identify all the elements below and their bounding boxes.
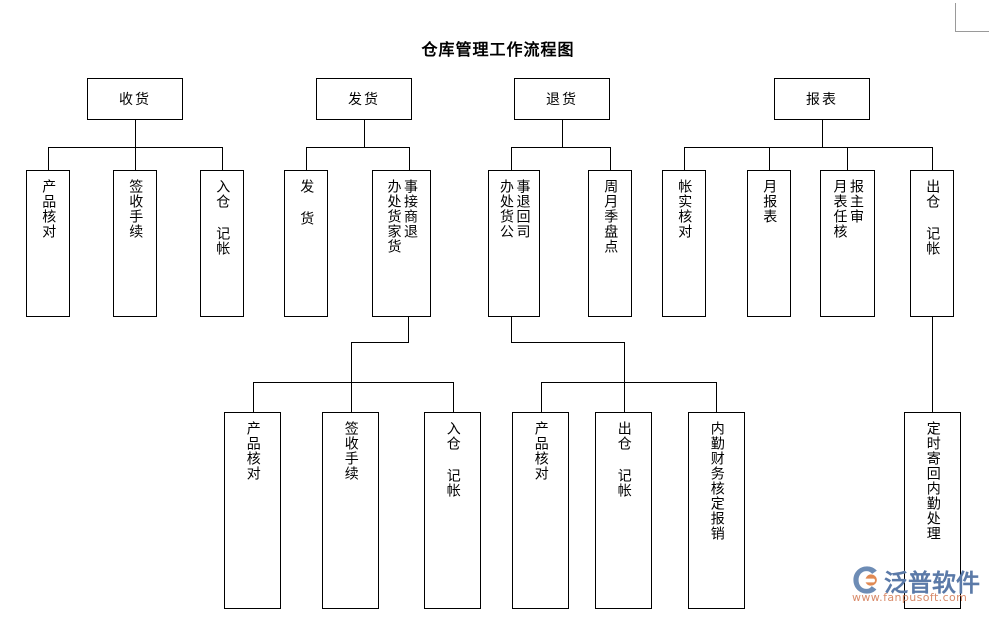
connector-shipsub-drop-a (408, 317, 409, 342)
connector-retsub-bus (541, 382, 716, 383)
node-ship-sub-3[interactable]: 入仓 记帐 (424, 412, 481, 609)
node-ship-sub-2[interactable]: 签收手续 (322, 412, 379, 609)
node-ret-2-label: 周月季盘点 (602, 179, 619, 254)
node-ret-sub-1-label: 产品核对 (532, 421, 549, 481)
page-title: 仓库管理工作流程图 (421, 40, 575, 59)
node-shipping-head[interactable]: 发货 (316, 78, 412, 120)
page-corner-mark-vertical (955, 3, 956, 31)
connector-shipsub-drop-b (351, 342, 352, 382)
node-rep-2-label: 月报表 (761, 179, 778, 224)
node-ship-sub-3-label: 入仓 记帐 (444, 421, 461, 498)
node-ret-sub-3[interactable]: 内勤财务核定报销 (688, 412, 745, 609)
page-corner-mark-horizontal (955, 31, 989, 32)
node-ret-2[interactable]: 周月季盘点 (588, 170, 632, 317)
swirl-logo-icon (853, 566, 877, 594)
connector-retsub-drop-1 (541, 382, 542, 412)
node-ship-2-label-right: 事接商退 (402, 179, 419, 239)
node-ret-1-label-right: 事退回司 (514, 179, 531, 239)
node-ship-1[interactable]: 发 货 (284, 170, 328, 317)
node-returns-head[interactable]: 退货 (514, 78, 610, 120)
node-ret-sub-2[interactable]: 出仓 记帐 (595, 412, 652, 609)
node-ret-sub-2-label: 出仓 记帐 (615, 421, 632, 498)
connector-receiving-drop-3 (222, 147, 223, 170)
connector-shipsub-drop-3 (453, 382, 454, 412)
connector-reports-bus (684, 147, 932, 148)
node-rep-3-label-right: 报主审 (848, 179, 865, 224)
node-receiving-head[interactable]: 收货 (87, 78, 183, 120)
node-rep-1-label: 帐实核对 (676, 179, 693, 239)
connector-shipping-stem (364, 120, 365, 147)
node-rep-4-label: 出仓 记帐 (924, 179, 941, 256)
connector-shipsub-jog (351, 342, 409, 343)
connector-retsub-drop-3 (716, 382, 717, 412)
connector-shipsub-drop-2 (351, 382, 352, 412)
node-ship-sub-1-label: 产品核对 (244, 421, 261, 481)
node-ret-1-label-left: 办处货公 (498, 179, 514, 239)
connector-reports-drop-2 (769, 147, 770, 170)
node-ship-sub-2-label: 签收手续 (342, 421, 359, 481)
connector-receiving-drop-2 (135, 147, 136, 170)
connector-retsub-jog (511, 342, 625, 343)
connector-returns-bus (511, 147, 610, 148)
connector-retsub-drop-a (511, 317, 512, 342)
connector-reports-drop-4 (932, 147, 933, 170)
node-rep-1[interactable]: 帐实核对 (662, 170, 706, 317)
node-ship-sub-1[interactable]: 产品核对 (224, 412, 281, 609)
node-ship-2-label-left: 办处货家货 (385, 179, 402, 254)
connector-shipsub-drop-1 (253, 382, 254, 412)
node-recv-1[interactable]: 产品核对 (26, 170, 70, 317)
node-ship-2[interactable]: 事接商退 办处货家货 (372, 170, 431, 317)
connector-shipping-bus (306, 147, 409, 148)
connector-receiving-drop-1 (48, 147, 49, 170)
connector-returns-drop-1 (511, 147, 512, 170)
node-rep-sub-1[interactable]: 定时寄回内勤处理 (904, 412, 961, 609)
node-rep-3[interactable]: 报主审 月表任核 (820, 170, 875, 317)
connector-shipping-drop-2 (409, 147, 410, 170)
node-ret-sub-3-label: 内勤财务核定报销 (708, 421, 725, 541)
connector-retsub-drop-b (624, 342, 625, 382)
node-recv-2-label: 签收手续 (127, 179, 144, 239)
node-rep-4[interactable]: 出仓 记帐 (910, 170, 954, 317)
connector-shipping-drop-1 (306, 147, 307, 170)
connector-reports-drop-1 (684, 147, 685, 170)
node-ret-sub-1[interactable]: 产品核对 (512, 412, 569, 609)
node-recv-3-label: 入仓 记帐 (214, 179, 231, 256)
connector-receiving-stem (135, 120, 136, 147)
connector-repsub-drop (932, 317, 933, 412)
connector-returns-drop-2 (610, 147, 611, 170)
node-rep-3-label-left: 月表任核 (831, 179, 848, 239)
node-recv-2[interactable]: 签收手续 (113, 170, 157, 317)
node-rep-2[interactable]: 月报表 (747, 170, 791, 317)
node-rep-sub-1-label: 定时寄回内勤处理 (924, 421, 941, 541)
node-reports-head[interactable]: 报表 (774, 78, 870, 120)
connector-reports-stem (822, 120, 823, 147)
node-ret-1[interactable]: 事退回司 办处货公 (488, 170, 540, 317)
node-recv-1-label: 产品核对 (40, 179, 57, 239)
node-recv-3[interactable]: 入仓 记帐 (200, 170, 244, 317)
connector-reports-drop-3 (847, 147, 848, 170)
connector-shipsub-bus (253, 382, 453, 383)
connector-returns-stem (562, 120, 563, 147)
connector-retsub-drop-2 (624, 382, 625, 412)
node-ship-1-label: 发 货 (298, 179, 315, 226)
